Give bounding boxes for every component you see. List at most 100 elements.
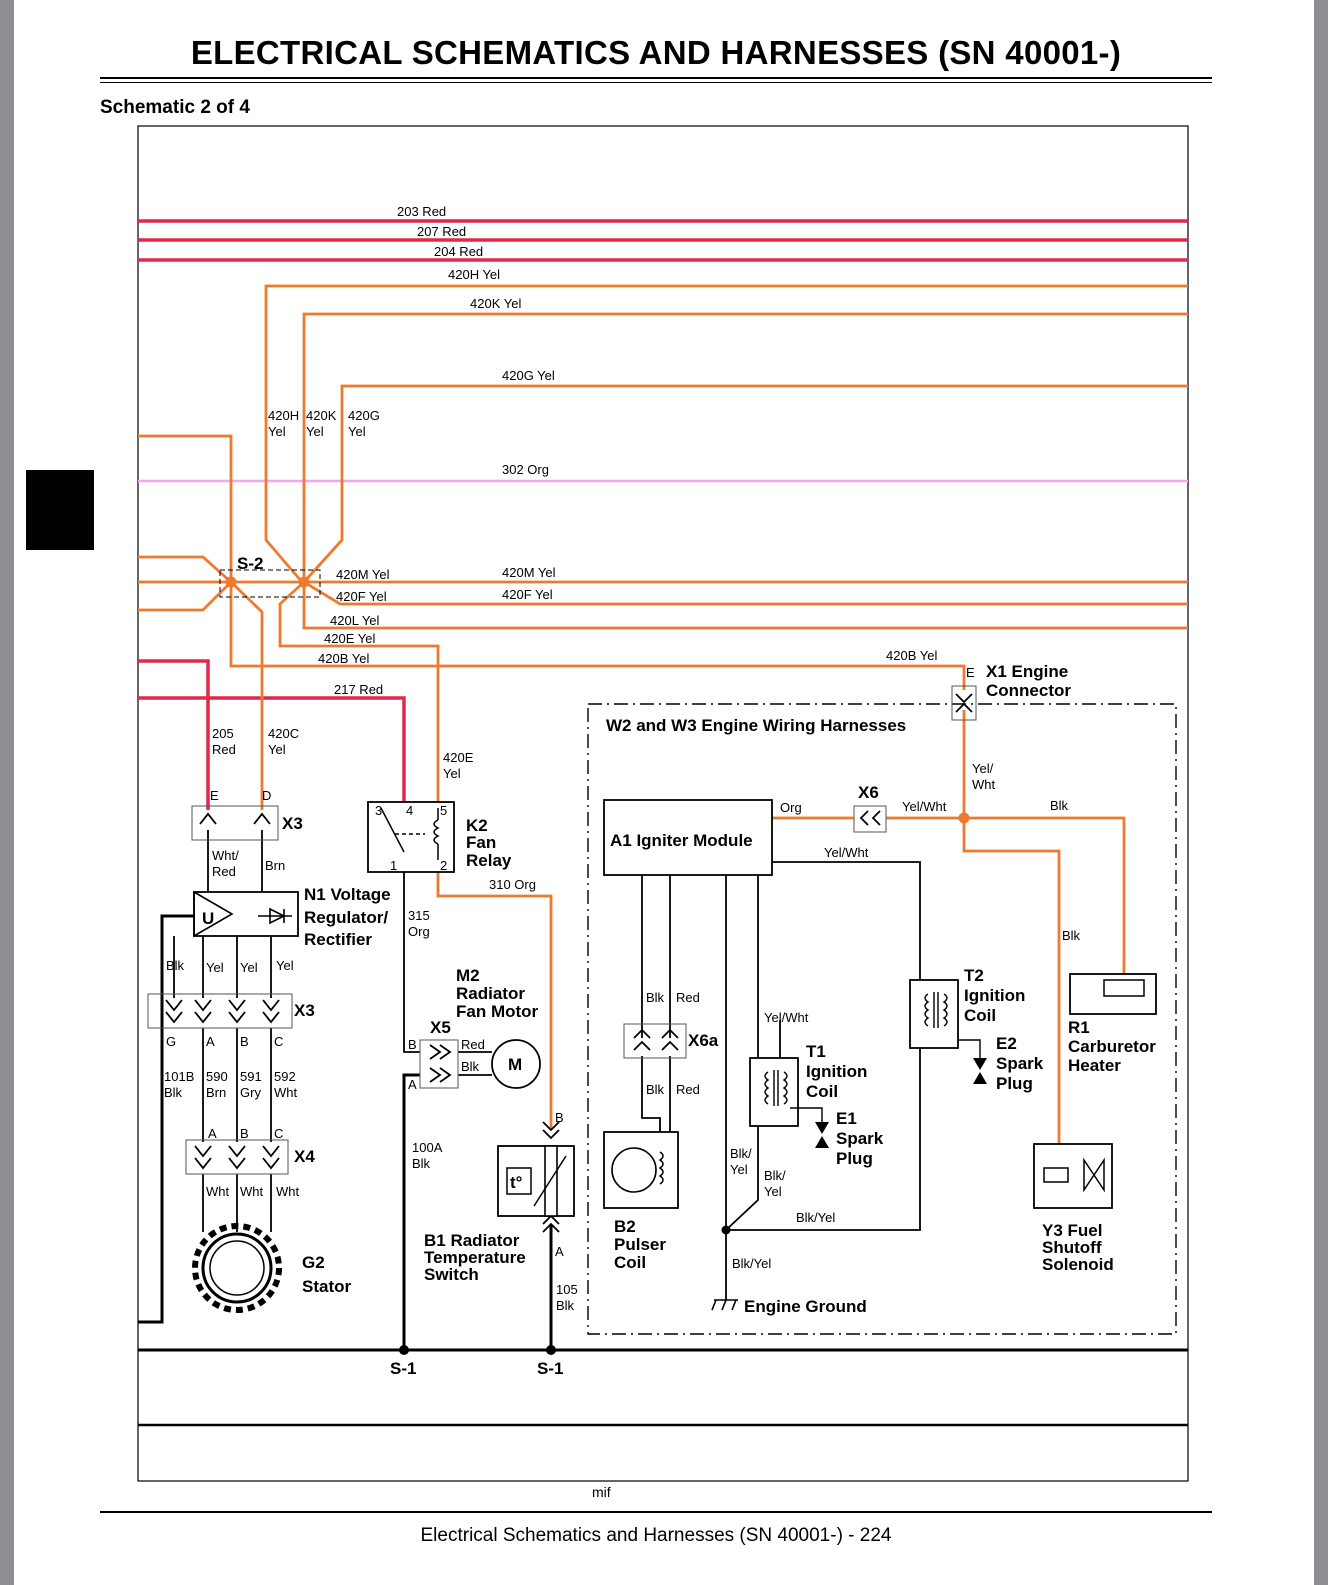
label-blk-b2: Blk [646,1082,665,1097]
label-t1-a: T1 [806,1042,826,1061]
engine-harness-boundary [587,703,1177,1335]
label-u: U [202,909,214,928]
label-blkyel-a: Blk/ [730,1146,752,1161]
pin-b1-b: B [555,1110,564,1125]
rectifier-diode-icon [258,907,292,925]
label-red-a1: Red [676,990,700,1005]
heater-element-icon [1103,979,1145,997]
pulser-rotor-icon [611,1147,657,1193]
regulator-symbol [193,890,234,938]
page-title: ELECTRICAL SCHEMATICS AND HARNESSES (SN … [190,34,1122,71]
label-420C-a: 420C [268,726,299,741]
label-blkyel-b: Yel [730,1162,748,1177]
wire-left-ground [138,914,198,1324]
label-e2-b: Spark [996,1054,1044,1073]
label-205-b: Red [212,742,236,757]
pin-k2-3: 3 [375,803,382,818]
label-420K: 420K Yel [470,296,521,311]
thermometer-icon [506,1167,532,1195]
wire-420C [230,580,264,810]
thermistor-arrow [533,1155,567,1207]
k2-relay-box [367,801,455,873]
label-blk-x3: Blk [166,958,185,973]
t2-transformer-icon [924,992,981,1058]
label-n1-b: Regulator/ [304,908,388,927]
x5-connector [419,1039,459,1089]
label-wht-3: Wht [276,1184,300,1199]
pin-x3-a: A [206,1034,215,1049]
x6-connector [853,805,887,833]
label-engine-ground: Engine Ground [744,1297,867,1316]
label-e1-b: Spark [836,1129,884,1148]
label-motor: M [508,1055,522,1074]
wire-217-red [138,696,406,812]
x6a-connector [623,1023,687,1059]
splice-s1-left [399,1345,409,1355]
label-red-b2: Red [676,1082,700,1097]
pin-x3-c: C [274,1034,283,1049]
label-whtred-b: Red [212,864,236,879]
label-blk-motor: Blk [461,1059,480,1074]
label-420B-a: 420B Yel [318,651,369,666]
label-420H: 420H Yel [448,267,500,282]
label-310: 310 Org [489,877,536,892]
label-v420H-b: Yel [268,424,286,439]
fuel-valve-icon [1083,1157,1105,1193]
label-b1-c: Switch [424,1265,479,1284]
pulser-coil-icon [658,1151,664,1185]
pin-k2-5: 5 [440,803,447,818]
label-r1-c: Heater [1068,1056,1121,1075]
label-yelwht2-a: Yel/ [972,761,994,776]
splice-s2-right [298,576,310,588]
pin-k2-2: 2 [440,858,447,873]
engine-ground-icon [711,1299,738,1311]
label-blk-r1: Blk [1050,798,1069,813]
wire-420E [278,580,440,812]
s2-splice-box [219,569,321,598]
wire-420L [302,582,1188,630]
label-x6a: X6a [688,1031,719,1050]
relay-coil-icon [380,807,440,860]
e2-spark-plug-icon [973,1058,987,1070]
label-203: 203 Red [397,204,446,219]
label-s2: S-2 [237,554,263,573]
label-yel-1: Yel [206,960,224,975]
label-420Ev-a: 420E [443,750,474,765]
label-a1: A1 Igniter Module [610,831,753,850]
label-k2-a: K2 [466,816,488,835]
splice-s1-right [546,1345,556,1355]
label-t2-b: Ignition [964,986,1025,1005]
label-t1-c: Coil [806,1082,838,1101]
wire-315-org [403,860,420,1053]
label-420M-b: 420M Yel [502,565,556,580]
label-b1-b: Temperature [424,1248,526,1267]
label-y3-c: Solenoid [1042,1255,1114,1274]
pin-x3-d: D [262,788,271,803]
label-r1-a: R1 [1068,1018,1090,1037]
orange-wires [138,284,1188,1150]
label-420G: 420G Yel [502,368,555,383]
label-blkyel2-a: Blk/ [764,1168,786,1183]
wire-420H [264,284,1188,583]
label-mif: mif [592,1484,611,1500]
wire-left-3 [138,581,232,612]
y3-solenoid-box [1033,1143,1113,1209]
label-brn: Brn [265,858,285,873]
label-591-a: 591 [240,1069,262,1084]
label-207: 207 Red [417,224,466,239]
x5-pins [429,1044,452,1083]
label-420E: 420E Yel [324,631,375,646]
label-x6: X6 [858,783,879,802]
label-590-a: 590 [206,1069,228,1084]
label-x3-lower: X3 [294,1001,315,1020]
wire-blkyel-t1 [725,875,759,1231]
label-yelwht-t1: Yel/Wht [764,1010,809,1025]
label-591-b: Gry [240,1085,261,1100]
label-590-b: Brn [206,1085,226,1100]
pin-x5-a: A [408,1077,417,1092]
splice-engine-ground [721,1225,731,1235]
label-blk-y3: Blk [1062,928,1081,943]
label-e1-a: E1 [836,1109,857,1128]
pin-k2-1: 1 [390,858,397,873]
label-yelwht2-b: Wht [972,777,996,792]
